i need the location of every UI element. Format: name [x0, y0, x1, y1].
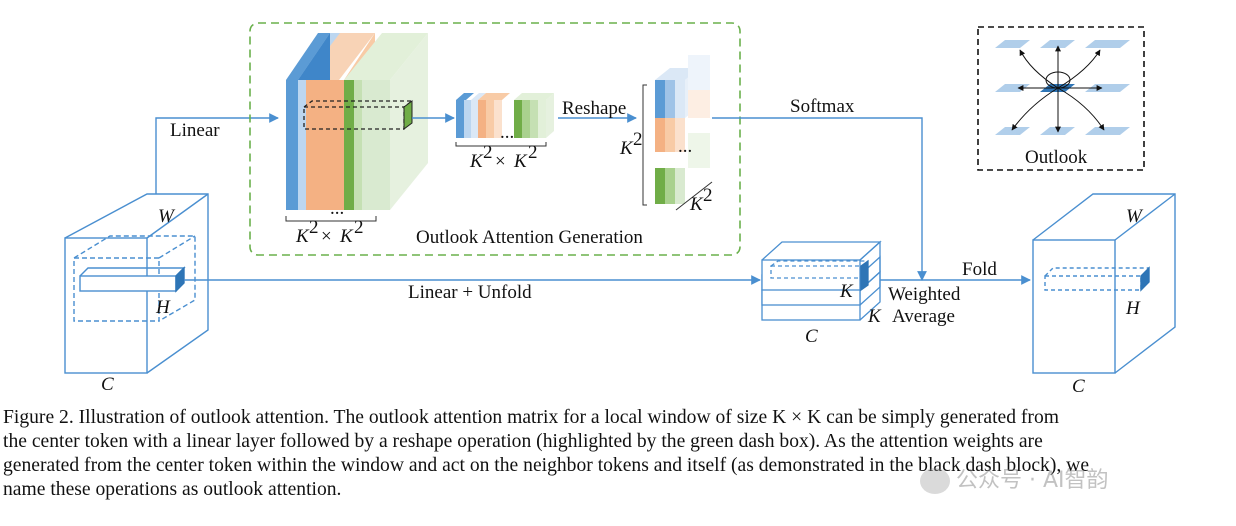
- svg-text:×: ×: [321, 226, 332, 247]
- matrix-ellipsis: ...: [678, 136, 692, 157]
- bars-size-label: K 2 × K 2: [469, 142, 538, 172]
- reshaped-matrix: ...: [642, 55, 710, 206]
- input-cube: [64, 193, 209, 374]
- feature-stack: ...: [286, 33, 428, 219]
- svg-text:K: K: [469, 151, 484, 172]
- input-H-label: H: [155, 297, 171, 318]
- figure-caption: Figure 2. Illustration of outlook attent…: [3, 406, 1236, 502]
- svg-text:×: ×: [495, 151, 506, 172]
- svg-text:K: K: [295, 226, 310, 247]
- softmax-label: Softmax: [790, 96, 855, 117]
- fold-label: Fold: [962, 259, 997, 280]
- caption-line-3: generated from the center token within t…: [3, 455, 1090, 476]
- linear-label: Linear: [170, 120, 220, 141]
- bars-ellipsis: ...: [500, 122, 514, 143]
- matrix-row-label: K 2: [619, 129, 643, 159]
- svg-text:2: 2: [633, 129, 643, 150]
- generation-box: [249, 22, 741, 256]
- output-C-label: C: [1072, 376, 1085, 397]
- svg-text:2: 2: [528, 142, 538, 163]
- svg-text:K: K: [513, 151, 528, 172]
- attention-bars: ...: [456, 93, 554, 143]
- input-W-label: W: [158, 206, 176, 227]
- stack-ellipsis: ...: [330, 198, 344, 219]
- softmax-arrow: [712, 117, 927, 281]
- output-cube: [1032, 193, 1176, 374]
- svg-text:K: K: [689, 194, 704, 215]
- input-C-label: C: [101, 374, 114, 395]
- bars-bracket: [455, 142, 547, 147]
- matrix-col-bracket: [675, 181, 713, 211]
- linear-arrow: [155, 113, 279, 194]
- matrix-col-label: K 2: [689, 185, 713, 215]
- reshape-label: Reshape: [562, 98, 626, 119]
- outlook-attention-figure: W H C Linear Outlook Attention Generatio…: [64, 22, 1176, 397]
- weighted-label: Weighted: [888, 284, 961, 305]
- unfolded-block: [761, 240, 882, 321]
- watermark-text: 公众号 · AI智韵: [956, 468, 1109, 493]
- svg-text:2: 2: [483, 142, 493, 163]
- linear-unfold-label: Linear + Unfold: [408, 282, 532, 303]
- average-label: Average: [892, 306, 955, 327]
- svg-text:2: 2: [309, 217, 319, 238]
- outlook-label: Outlook: [1025, 147, 1088, 168]
- svg-text:2: 2: [703, 185, 713, 206]
- caption-line-1: Figure 2. Illustration of outlook attent…: [3, 407, 1059, 428]
- caption-line-4: name these operations as outlook attenti…: [3, 479, 342, 500]
- caption-line-2: the center token with a linear layer fol…: [3, 431, 1043, 452]
- watermark: 公众号 · AI智韵: [920, 462, 1200, 494]
- unfold-C-label: C: [805, 326, 818, 347]
- stack-size-label: K 2 × K 2: [295, 217, 364, 247]
- svg-text:K: K: [619, 138, 634, 159]
- outlook-illustration: Outlook: [977, 26, 1145, 171]
- wechat-icon: [920, 468, 950, 494]
- stack-bracket: [285, 216, 377, 222]
- unfold-K-inner: K: [839, 281, 854, 302]
- unfold-K-outer: K: [867, 306, 882, 327]
- svg-text:2: 2: [354, 217, 364, 238]
- output-W-label: W: [1126, 206, 1144, 227]
- output-H-label: H: [1125, 298, 1141, 319]
- generation-label: Outlook Attention Generation: [416, 227, 643, 248]
- svg-text:K: K: [339, 226, 354, 247]
